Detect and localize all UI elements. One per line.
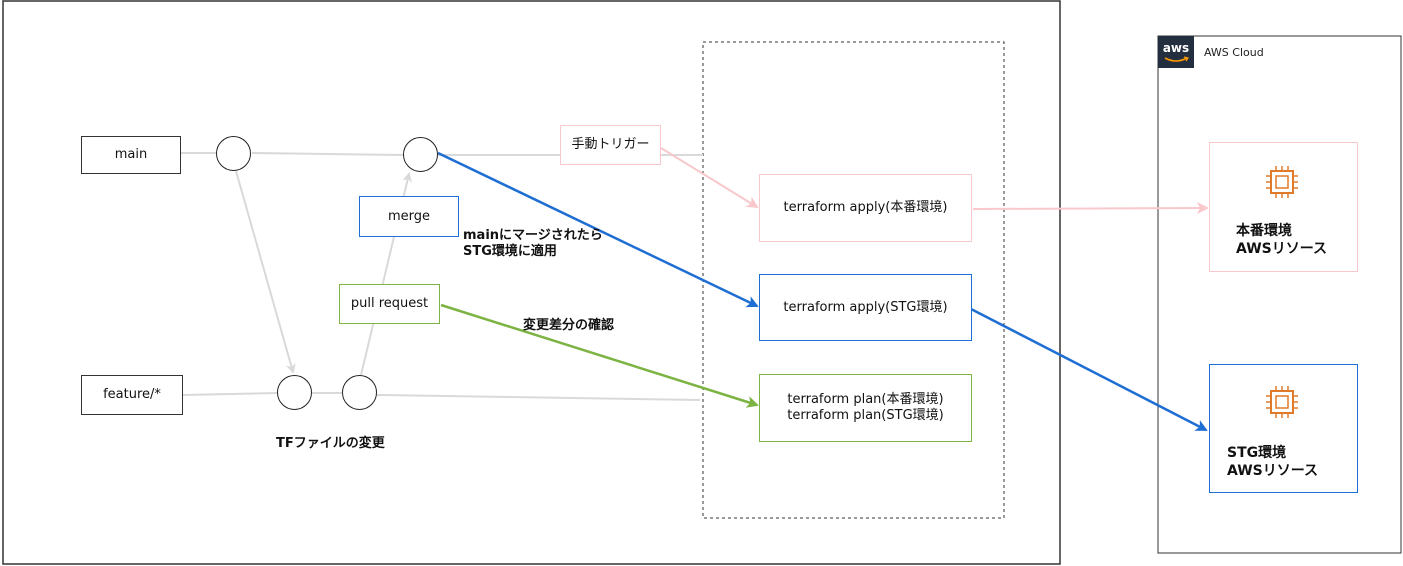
apply-stg-arrow xyxy=(970,307,1208,432)
plan-box: terraform plan(本番環境) terraform plan(STG環… xyxy=(759,374,972,442)
apply-prod-arrow xyxy=(972,202,1209,215)
aws-logo-text: aws xyxy=(1162,41,1190,55)
pr-to-plan-arrow xyxy=(440,303,759,408)
aws-cloud-label: AWS Cloud xyxy=(1204,46,1264,59)
stg-resources-frame xyxy=(1209,364,1358,493)
manual-trigger-box: 手動トリガー xyxy=(560,125,661,165)
apply-on-merge-note: mainにマージされたら STG環境に適用 xyxy=(463,228,603,259)
stg-resources-label: STG環境 AWSリソース xyxy=(1227,445,1319,479)
commit-feature-2 xyxy=(342,375,377,410)
feature-branch-box: feature/* xyxy=(81,375,183,415)
repository-frame xyxy=(2,0,1061,565)
main-line-2 xyxy=(251,152,404,156)
commit-feature-1 xyxy=(277,375,312,410)
apply-prod-box: terraform apply(本番環境) xyxy=(759,174,972,242)
main-branch-box: main xyxy=(81,136,181,174)
merge-to-apply-stg-arrow xyxy=(437,151,759,308)
feature-line-1 xyxy=(182,392,278,396)
prod-ec2-chip-icon xyxy=(1266,166,1298,198)
aws-logo: aws xyxy=(1158,36,1194,68)
check-diff-note: 変更差分の確認 xyxy=(523,318,615,333)
prod-resources-frame xyxy=(1209,142,1358,272)
commit-main-1 xyxy=(216,136,251,171)
tf-change-note: TFファイルの変更 xyxy=(276,436,385,451)
feature-line-3 xyxy=(376,394,701,401)
commit-main-merge xyxy=(403,137,438,172)
apply-stg-box: terraform apply(STG環境) xyxy=(759,274,972,341)
aws-smile-icon xyxy=(1164,56,1189,62)
pull-request-box: pull request xyxy=(339,284,440,324)
aws-cloud-frame xyxy=(1157,35,1402,554)
manual-trigger-arrow xyxy=(660,147,759,209)
branch-out-arrow xyxy=(235,170,296,374)
prod-resources-label: 本番環境 AWSリソース xyxy=(1236,223,1328,257)
stg-ec2-chip-icon xyxy=(1266,386,1298,418)
merge-box: merge xyxy=(359,196,459,237)
